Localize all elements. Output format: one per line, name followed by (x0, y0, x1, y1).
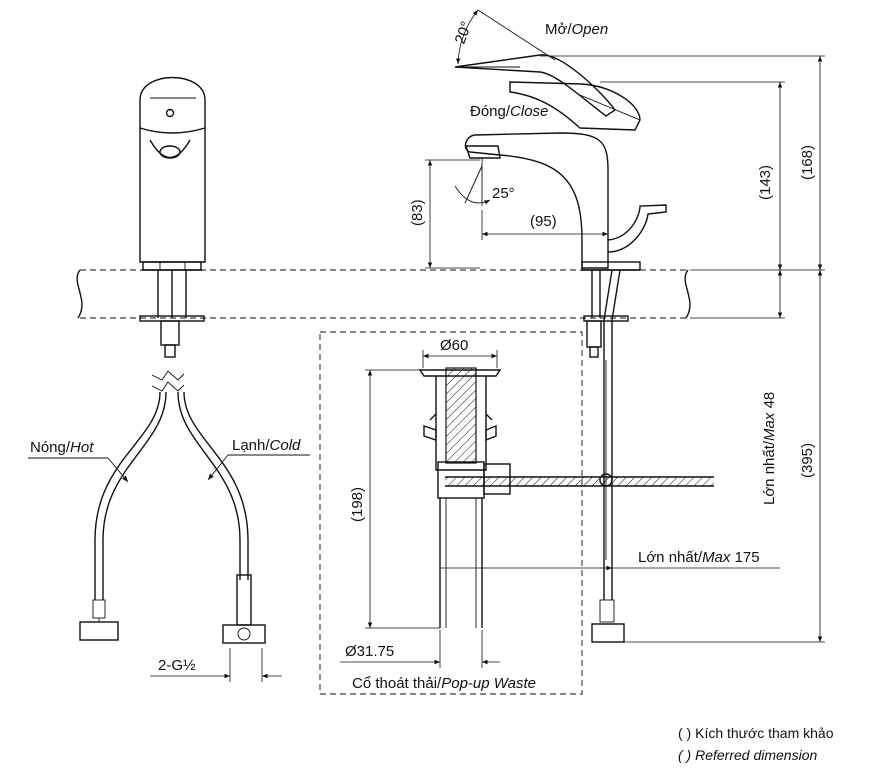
popup-waste-label: Cổ thoát thải/Pop-up Waste (352, 675, 536, 692)
note-line-2: ( ) Referred dimension (678, 747, 817, 763)
waste-dimensions: Ø60 (198) Ø31.75 Cổ thoát thải/Pop-up Wa… (340, 337, 536, 692)
reference-note: ( ) Kích thước tham khảo ( ) Referred di… (678, 725, 834, 763)
dim-143-label: (143) (757, 165, 774, 200)
hot-label: Nóng/Hot (30, 439, 94, 456)
countertop (76, 269, 691, 319)
faucet-front-view (79, 76, 266, 644)
dim-168-label: (168) (799, 145, 816, 180)
max48-label: Lớn nhất/Max 48 (761, 392, 778, 505)
popup-waste (319, 331, 714, 695)
angle-25-label: 25° (492, 185, 515, 202)
phi60-label: Ø60 (440, 337, 468, 354)
close-label: Đóng/Close (470, 103, 548, 120)
dim-83-label: (83) (409, 199, 426, 226)
cold-label: Lạnh/Cold (232, 437, 301, 454)
thread-label: 2-G½ (158, 657, 196, 674)
side-dimensions: 20° Mở/Open Đóng/Close 25° (83) (95) (14… (409, 9, 825, 643)
phi3175-label: Ø31.75 (345, 643, 394, 660)
dim-95-label: (95) (530, 213, 557, 230)
faucet-side-view (454, 54, 667, 643)
angle-20-label: 20° (452, 19, 476, 46)
note-line-1: ( ) Kích thước tham khảo (678, 725, 834, 741)
dim-395-label: (395) (799, 443, 816, 478)
hose-labels: Nóng/Hot Lạnh/Cold (28, 437, 310, 483)
thread-dimension: 2-G½ (150, 648, 282, 682)
open-label: Mở/Open (545, 21, 608, 38)
max175-label: Lớn nhất/Max 175 (638, 549, 760, 566)
dim-198-label: (198) (349, 487, 366, 522)
